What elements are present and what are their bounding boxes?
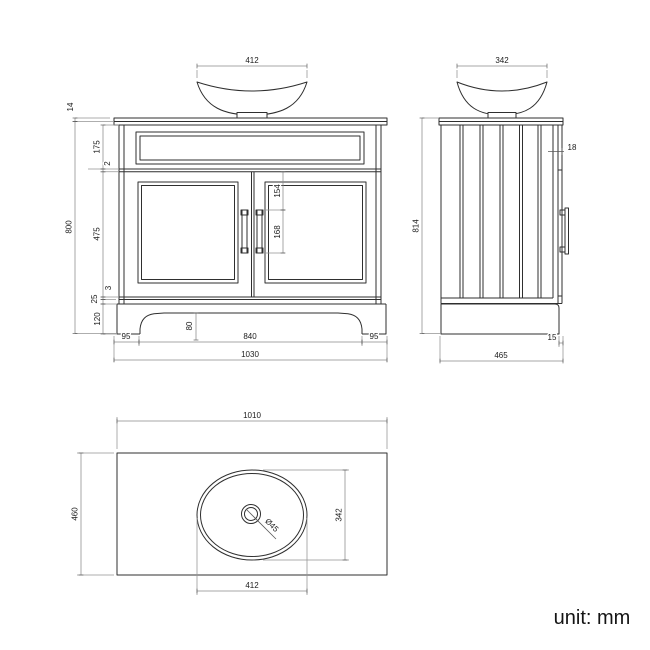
dim-countertop-thickness: 14 xyxy=(66,102,75,111)
side-basin-bowl xyxy=(456,81,548,116)
plan-outline xyxy=(116,452,388,576)
dim-door-height: 475 xyxy=(93,227,102,241)
dim-handle-length: 168 xyxy=(273,225,282,239)
front-cabinet-frame xyxy=(118,125,382,304)
dim-side-overall-height: 814 xyxy=(412,219,421,233)
dim-front-basin-width: 412 xyxy=(245,56,259,65)
front-drawer-panel xyxy=(135,131,365,165)
plan-basin-inner-rim xyxy=(200,473,304,557)
front-basin-base xyxy=(236,112,268,119)
side-plinth xyxy=(440,303,560,335)
dim-overall-width: 1030 xyxy=(241,350,259,359)
front-plinth xyxy=(116,303,387,335)
dim-plan-basin-depth: 342 xyxy=(335,508,344,522)
waste-leader-line xyxy=(245,508,277,540)
front-countertop xyxy=(113,117,388,126)
dim-plinth-span: 840 xyxy=(243,332,257,341)
dim-handle-top-offset: 154 xyxy=(273,184,282,198)
dim-cabinet-height: 800 xyxy=(65,220,74,234)
front-handle-left xyxy=(240,209,249,254)
plan-view: 1010 460 342 412 Ø45 xyxy=(69,410,388,595)
dim-plinth-height: 120 xyxy=(93,312,102,326)
side-dimensions: 342 18 814 15 465 xyxy=(410,55,578,364)
plan-waste-outer xyxy=(241,504,261,524)
side-basin-base xyxy=(487,112,517,119)
front-door-left-panel xyxy=(137,181,239,284)
front-door-right-panel xyxy=(264,181,367,284)
plan-extension-lines xyxy=(77,417,388,595)
dim-plinth-recess: 15 xyxy=(548,333,557,342)
front-door-divider xyxy=(251,171,255,297)
plan-waste-inner xyxy=(244,507,258,521)
dim-upper-panel-height: 175 xyxy=(93,140,102,154)
dim-plinth-arch-height: 80 xyxy=(185,321,194,330)
side-countertop xyxy=(438,117,564,126)
unit-note: unit: mm xyxy=(554,607,631,629)
dim-top-gap: 2 xyxy=(103,161,112,166)
front-basin-bowl xyxy=(196,81,308,116)
front-view: 412 14 175 2 475 3 25 120 800 154 168 80… xyxy=(63,55,388,363)
plan-basin-outer-rim xyxy=(196,469,308,561)
side-outline xyxy=(438,81,569,335)
dim-foot-left: 95 xyxy=(122,332,131,341)
front-dimensions: 412 14 175 2 475 3 25 120 800 154 168 80… xyxy=(63,55,388,363)
side-handle xyxy=(559,207,569,255)
side-body-frame xyxy=(440,125,563,304)
front-handle-right xyxy=(255,209,264,254)
plan-dimensions: 1010 460 342 412 Ø45 xyxy=(69,410,388,595)
dim-bottom-gap: 3 xyxy=(104,285,113,290)
plan-worktop xyxy=(116,452,388,576)
side-slat-lines xyxy=(459,125,562,298)
panel-thickness-leader xyxy=(548,148,564,155)
dim-worktop-width: 1010 xyxy=(243,411,261,420)
dim-panel-thickness: 18 xyxy=(568,143,577,152)
dim-basin-depth: 342 xyxy=(495,56,509,65)
dim-bottom-rail-height: 25 xyxy=(90,294,99,303)
dim-waste-diameter: Ø45 xyxy=(263,517,280,534)
side-view: 342 18 814 15 465 xyxy=(410,55,578,364)
dim-plan-basin-width: 412 xyxy=(245,581,259,590)
dim-worktop-depth: 460 xyxy=(71,507,80,521)
dim-overall-depth: 465 xyxy=(494,351,508,360)
front-extension-lines xyxy=(75,70,388,362)
dim-foot-right: 95 xyxy=(370,332,379,341)
front-outline xyxy=(113,81,388,335)
